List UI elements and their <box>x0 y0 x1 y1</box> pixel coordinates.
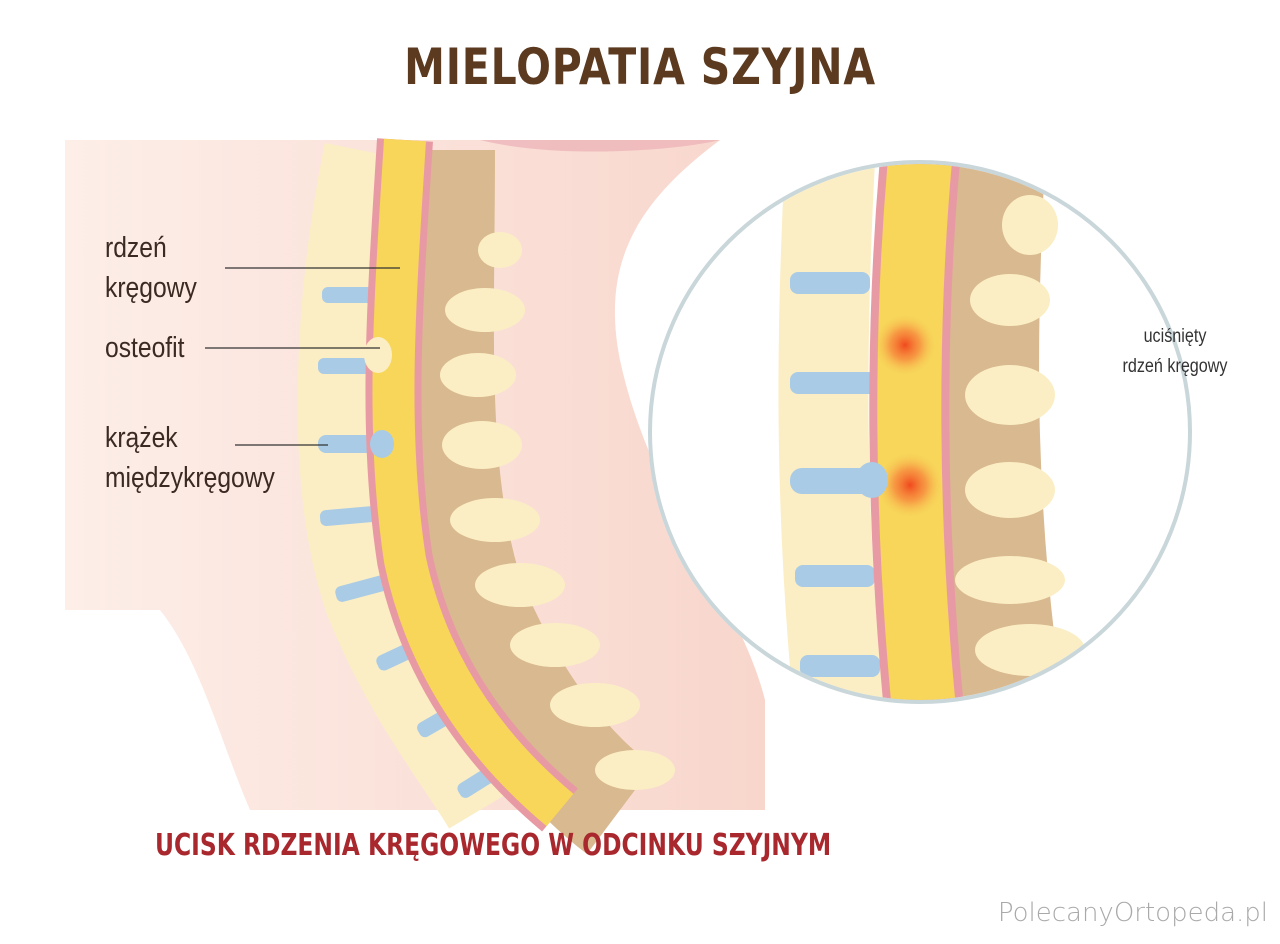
label-line: krążek <box>105 422 178 454</box>
page-title: MIELOPATIA SZYJNA <box>404 38 876 96</box>
spinal-cord <box>372 138 574 827</box>
label-line: międzykręgowy <box>105 462 275 494</box>
label-disc: krążek międzykręgowy <box>105 418 275 498</box>
label-line: kręgowy <box>105 272 197 304</box>
label-line: rdzeń <box>105 232 167 264</box>
label-spinal-cord: rdzeń kręgowy <box>105 228 197 308</box>
compression-point <box>878 453 942 517</box>
watermark: PolecanyOrtopeda.pl <box>997 898 1268 928</box>
caption: UCISK RDZENIA KRĘGOWEGO W ODCINKU SZYJNY… <box>155 828 832 863</box>
label-line: uciśnięty <box>1143 326 1207 347</box>
compression-point <box>875 315 935 375</box>
neck-section <box>65 138 765 854</box>
magnifier-circle <box>648 160 1192 704</box>
magnified-view <box>648 160 1192 704</box>
label-line: rdzeń kręgowy <box>1122 356 1228 377</box>
spinal-cord-magnified <box>877 164 957 700</box>
label-compressed-cord: uciśnięty rdzeń kręgowy <box>1111 322 1239 382</box>
label-osteophyte: osteofit <box>105 332 185 364</box>
